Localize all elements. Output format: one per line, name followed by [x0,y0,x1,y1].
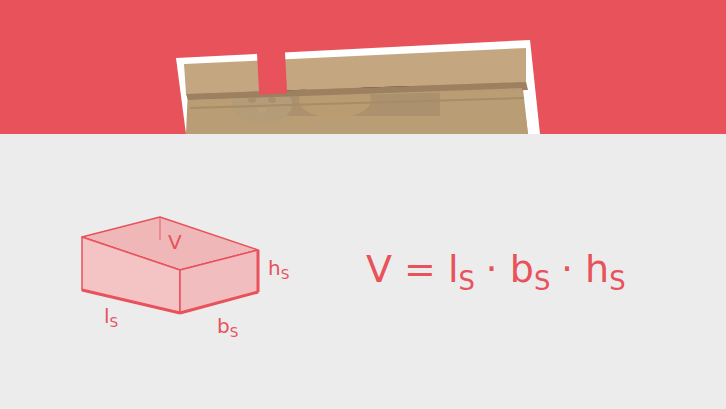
cuboid-sketch [82,217,258,313]
subscript: S [281,266,290,282]
subscript: S [609,266,625,296]
box-photo [176,40,540,134]
symbol-text: l [104,304,110,328]
red-band [0,0,726,134]
dimension-label: V [168,232,182,252]
symbol-text: b [217,314,230,338]
volume-formula: V = lS· bS· hS [366,250,626,295]
subscript: S [459,266,475,296]
subscript: S [110,314,119,330]
symbol-text: h [268,256,281,280]
subscript: S [230,324,239,340]
subscript: S [534,266,550,296]
dimension-label: hS [268,258,289,282]
dimension-label: bS [217,316,238,340]
symbol-text: · h [561,247,609,291]
dimension-label: lS [104,306,118,330]
symbol-text: V = l [366,247,459,291]
symbol-text: V [168,230,182,254]
symbol-text: · b [486,247,534,291]
